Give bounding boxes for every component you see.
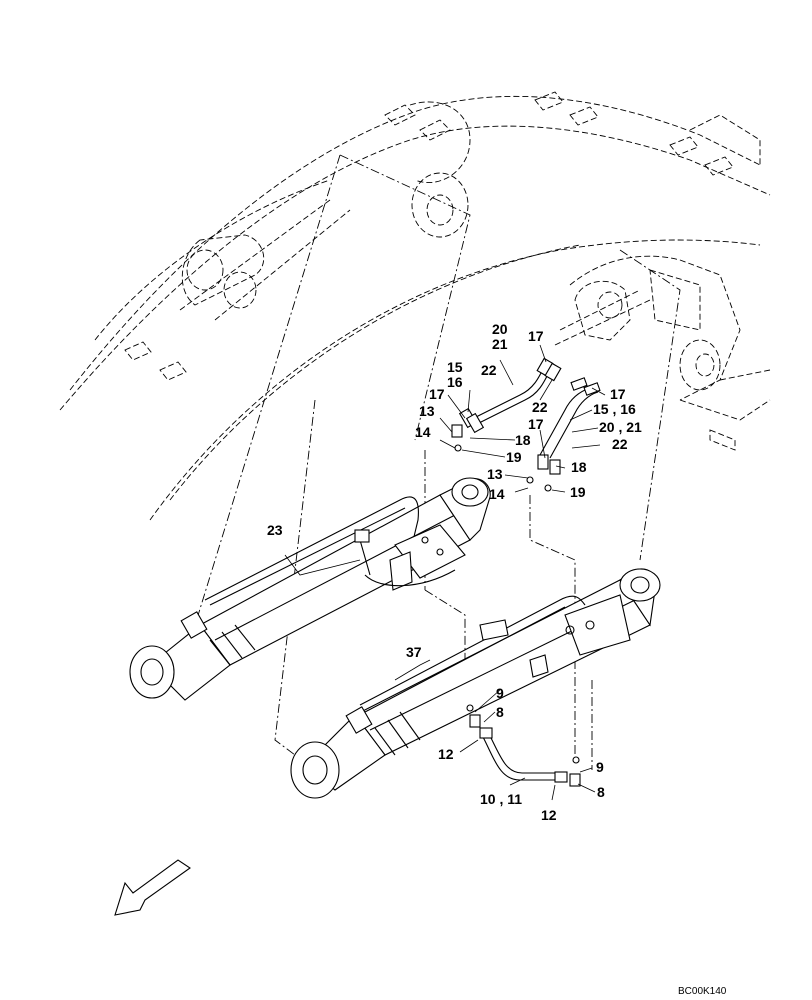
callout-9-lower: 9 — [596, 759, 604, 775]
callout-15-upper: 15 — [447, 359, 463, 375]
callout-22-right: 22 — [612, 436, 628, 452]
callout-17-right: 17 — [610, 386, 626, 402]
hose-lower — [466, 704, 581, 787]
callout-17-right-lower: 17 — [528, 416, 544, 432]
hose-group-upper — [451, 357, 601, 492]
callout-9-upper: 9 — [496, 685, 504, 701]
callout-19-left: 19 — [506, 449, 522, 465]
callout-14-left: 14 — [415, 424, 431, 440]
callout-22-mid: 22 — [532, 399, 548, 415]
callout-17-left: 17 — [429, 386, 445, 402]
callout-20-upper: 20 — [492, 321, 508, 337]
callout-13-right: 13 — [487, 466, 503, 482]
callout-12-right: 12 — [541, 807, 557, 823]
callout-17-top: 17 — [528, 328, 544, 344]
callout-21-upper: 21 — [492, 336, 508, 352]
callout-10-11: 10 , 11 — [480, 791, 522, 807]
callout-22-upper-left: 22 — [481, 362, 497, 378]
callout-8-lower: 8 — [597, 784, 605, 800]
leader-lines — [284, 344, 606, 801]
callout-8-upper: 8 — [496, 704, 504, 720]
callout-18-left: 18 — [515, 432, 531, 448]
callout-23: 23 — [267, 522, 283, 538]
callout-14-right: 14 — [489, 486, 505, 502]
callout-13-left: 13 — [419, 403, 435, 419]
callout-20-21-right: 20 , 21 — [599, 419, 642, 435]
lower-boom-cylinder — [290, 568, 661, 799]
upper-boom-cylinder — [129, 477, 491, 701]
direction-arrow — [114, 859, 191, 916]
callout-12-left: 12 — [438, 746, 454, 762]
callout-labels: 20 21 17 15 16 22 17 13 14 18 19 17 22 1… — [267, 321, 642, 823]
callout-19-right: 19 — [570, 484, 586, 500]
callout-15-16-right: 15 , 16 — [593, 401, 636, 417]
callout-37: 37 — [406, 644, 422, 660]
reference-code: BC00K140 — [678, 986, 727, 997]
callout-16-upper: 16 — [447, 374, 463, 390]
callout-18-right: 18 — [571, 459, 587, 475]
